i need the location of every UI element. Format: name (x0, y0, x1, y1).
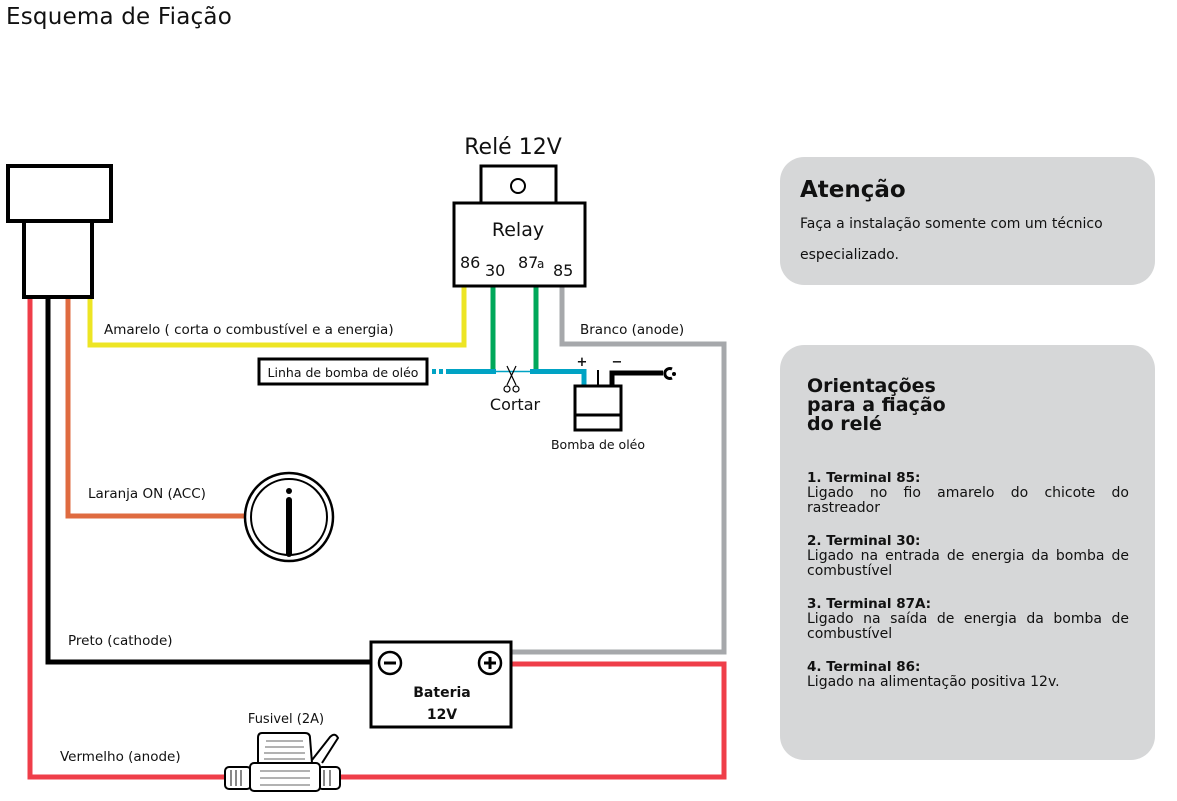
relay: Relé 12V Relay 86 30 87 a 85 (452, 135, 587, 288)
battery-voltage: 12V (427, 707, 457, 723)
pump-plus-label: + (577, 355, 588, 370)
battery-label: Bateria (413, 685, 470, 701)
ignition-switch-icon (243, 471, 335, 563)
guide-item-desc: Ligado no fio amarelo do chicote do rast… (807, 485, 1129, 516)
relay-mount-icon (510, 178, 526, 194)
guide-item-title: 1. Terminal 85: (807, 470, 921, 486)
fuel-pump: + − Bomba de oléo (551, 355, 676, 452)
guide-title: Orientações para a fiação do relé (807, 375, 946, 435)
relay-pin-85: 85 (553, 261, 573, 280)
guide-item-desc: Ligado na alimentação positiva 12v. (807, 674, 1060, 690)
red-wire (27, 299, 228, 780)
guide-item: 1. Terminal 85: Ligado no fio amarelo do… (807, 471, 1129, 516)
pump-label: Bomba de oléo (551, 437, 645, 452)
scissors-icon (503, 365, 520, 393)
relay-pin-87-sub: a (537, 257, 544, 271)
guide-item-desc: Ligado na entrada de energia da bomba de… (807, 548, 1129, 579)
black-wire-label: Preto (cathode) (68, 633, 173, 649)
guide-item: 4. Terminal 86: Ligado na alimentação po… (807, 660, 1129, 690)
guide-item: 3. Terminal 87A: Ligado na saída de ener… (807, 597, 1129, 642)
tracker-device (6, 164, 113, 299)
relay-pin-86: 86 (460, 253, 480, 272)
relay-pin-87: 87 (518, 253, 538, 272)
fuse-icon: Fusivel (2A) (224, 712, 341, 792)
relay-label: Relay (492, 219, 544, 241)
guide-item-title: 3. Terminal 87A: (807, 596, 932, 612)
white-wire (510, 287, 727, 655)
yellow-wire (87, 287, 467, 348)
ground-terminal-icon (663, 367, 673, 380)
page-title: Esquema de Fiação (6, 4, 232, 30)
fuse-label: Fusivel (2A) (248, 712, 324, 727)
fuel-line-box: Linha de bomba de oléo (257, 357, 429, 386)
battery-positive-icon (477, 650, 503, 676)
relay-title: Relé 12V (464, 135, 562, 160)
guide-item: 2. Terminal 30: Ligado na entrada de ene… (807, 534, 1129, 579)
pump-minus-label: − (612, 355, 623, 370)
battery: Bateria 12V (369, 640, 513, 729)
attention-text: Faça a instalação somente com um técnico… (800, 216, 1103, 263)
red-wire-battery (338, 661, 727, 780)
black-wire (45, 299, 372, 665)
guide-item-title: 4. Terminal 86: (807, 659, 921, 675)
battery-negative-icon (377, 650, 403, 676)
guide-list: 1. Terminal 85: Ligado no fio amarelo do… (807, 471, 1129, 708)
attention-title: Atenção (800, 177, 906, 203)
guide-item-desc: Ligado na saída de energia da bomba de c… (807, 611, 1129, 642)
relay-pin-30: 30 (485, 261, 505, 280)
guide-item-title: 2. Terminal 30: (807, 533, 921, 549)
yellow-wire-label: Amarelo ( corta o combustível e a energi… (104, 322, 394, 338)
attention-card: Atenção Faça a instalação somente com um… (780, 157, 1155, 285)
white-wire-label: Branco (anode) (580, 322, 684, 338)
wiring-guide-card: Orientações para a fiação do relé 1. Ter… (780, 345, 1155, 760)
red-wire-label: Vermelho (anode) (60, 749, 181, 765)
orange-wire (65, 299, 244, 519)
cut-label: Cortar (490, 395, 541, 414)
orange-wire-label: Laranja ON (ACC) (88, 486, 206, 502)
fuel-line-label: Linha de bomba de oléo (268, 365, 419, 380)
